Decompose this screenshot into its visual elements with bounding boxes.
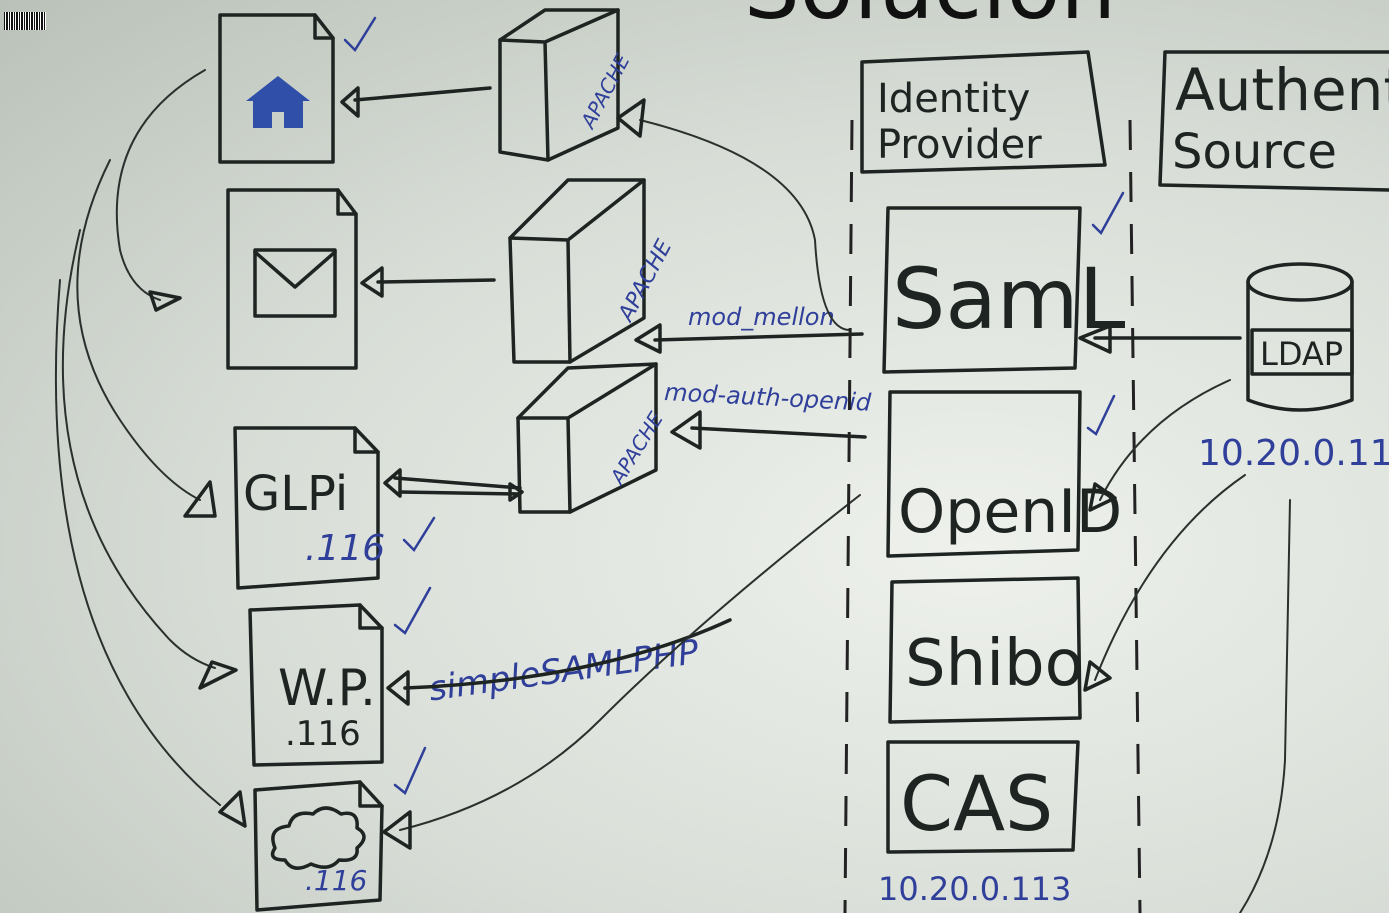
apache-label-3: APACHE <box>604 407 668 490</box>
identity-provider-label-2: Provider <box>877 122 1042 168</box>
home-app-box <box>218 13 335 164</box>
wp-ip-label: .116 <box>285 714 361 754</box>
provider-saml: SamL <box>882 206 1126 374</box>
provider-shibo: Shibo <box>888 576 1084 724</box>
provider-openid-label: OpenID <box>898 477 1122 547</box>
cloud-ip-label: .116 <box>305 864 367 897</box>
authentication-source-header: Authenti Source <box>1158 50 1389 192</box>
wp-app-box: W.P. .116 <box>248 603 384 767</box>
glpi-app-box: GLPi .116 <box>233 426 385 590</box>
cloud-app-box: .116 <box>253 780 384 912</box>
glpi-label: GLPi <box>243 466 348 522</box>
mod-mellon-label: mod_mellon <box>688 303 835 331</box>
apache-label-1: APACHE <box>575 50 635 134</box>
mod-auth-openid-label: mod-auth-openid <box>664 378 873 417</box>
idp-ip-label: 10.20.0.113 <box>878 870 1071 908</box>
auth-source-label-1: Authenti <box>1175 56 1389 124</box>
page-title: Solución <box>744 0 1116 39</box>
provider-cas-label: CAS <box>900 759 1053 848</box>
apache-box-3: APACHE <box>516 362 668 514</box>
provider-saml-label: SamL <box>892 250 1126 348</box>
wp-label: W.P. <box>278 659 376 717</box>
ldap-ip-label: 10.20.0.110 <box>1198 433 1389 474</box>
checkmark-icon <box>343 16 1125 795</box>
glpi-ip-label: .116 <box>305 528 385 569</box>
apache-box-1: APACHE <box>498 8 635 162</box>
identity-provider-header: Identity Provider <box>860 50 1107 174</box>
envelope-icon <box>253 248 337 318</box>
ldap-label: LDAP <box>1260 335 1343 373</box>
identity-provider-label: Identity <box>877 76 1030 122</box>
mail-app-box <box>226 188 358 370</box>
cloud-icon <box>270 806 366 870</box>
auth-source-label-2: Source <box>1172 124 1337 180</box>
apache-box-2: APACHE <box>508 178 677 364</box>
provider-cas: CAS <box>886 740 1080 854</box>
provider-shibo-label: Shibo <box>905 627 1084 701</box>
provider-openid: OpenID <box>886 390 1122 558</box>
house-icon <box>246 76 310 128</box>
database-icon: LDAP <box>1246 262 1354 412</box>
barcode-sticker <box>4 12 46 30</box>
